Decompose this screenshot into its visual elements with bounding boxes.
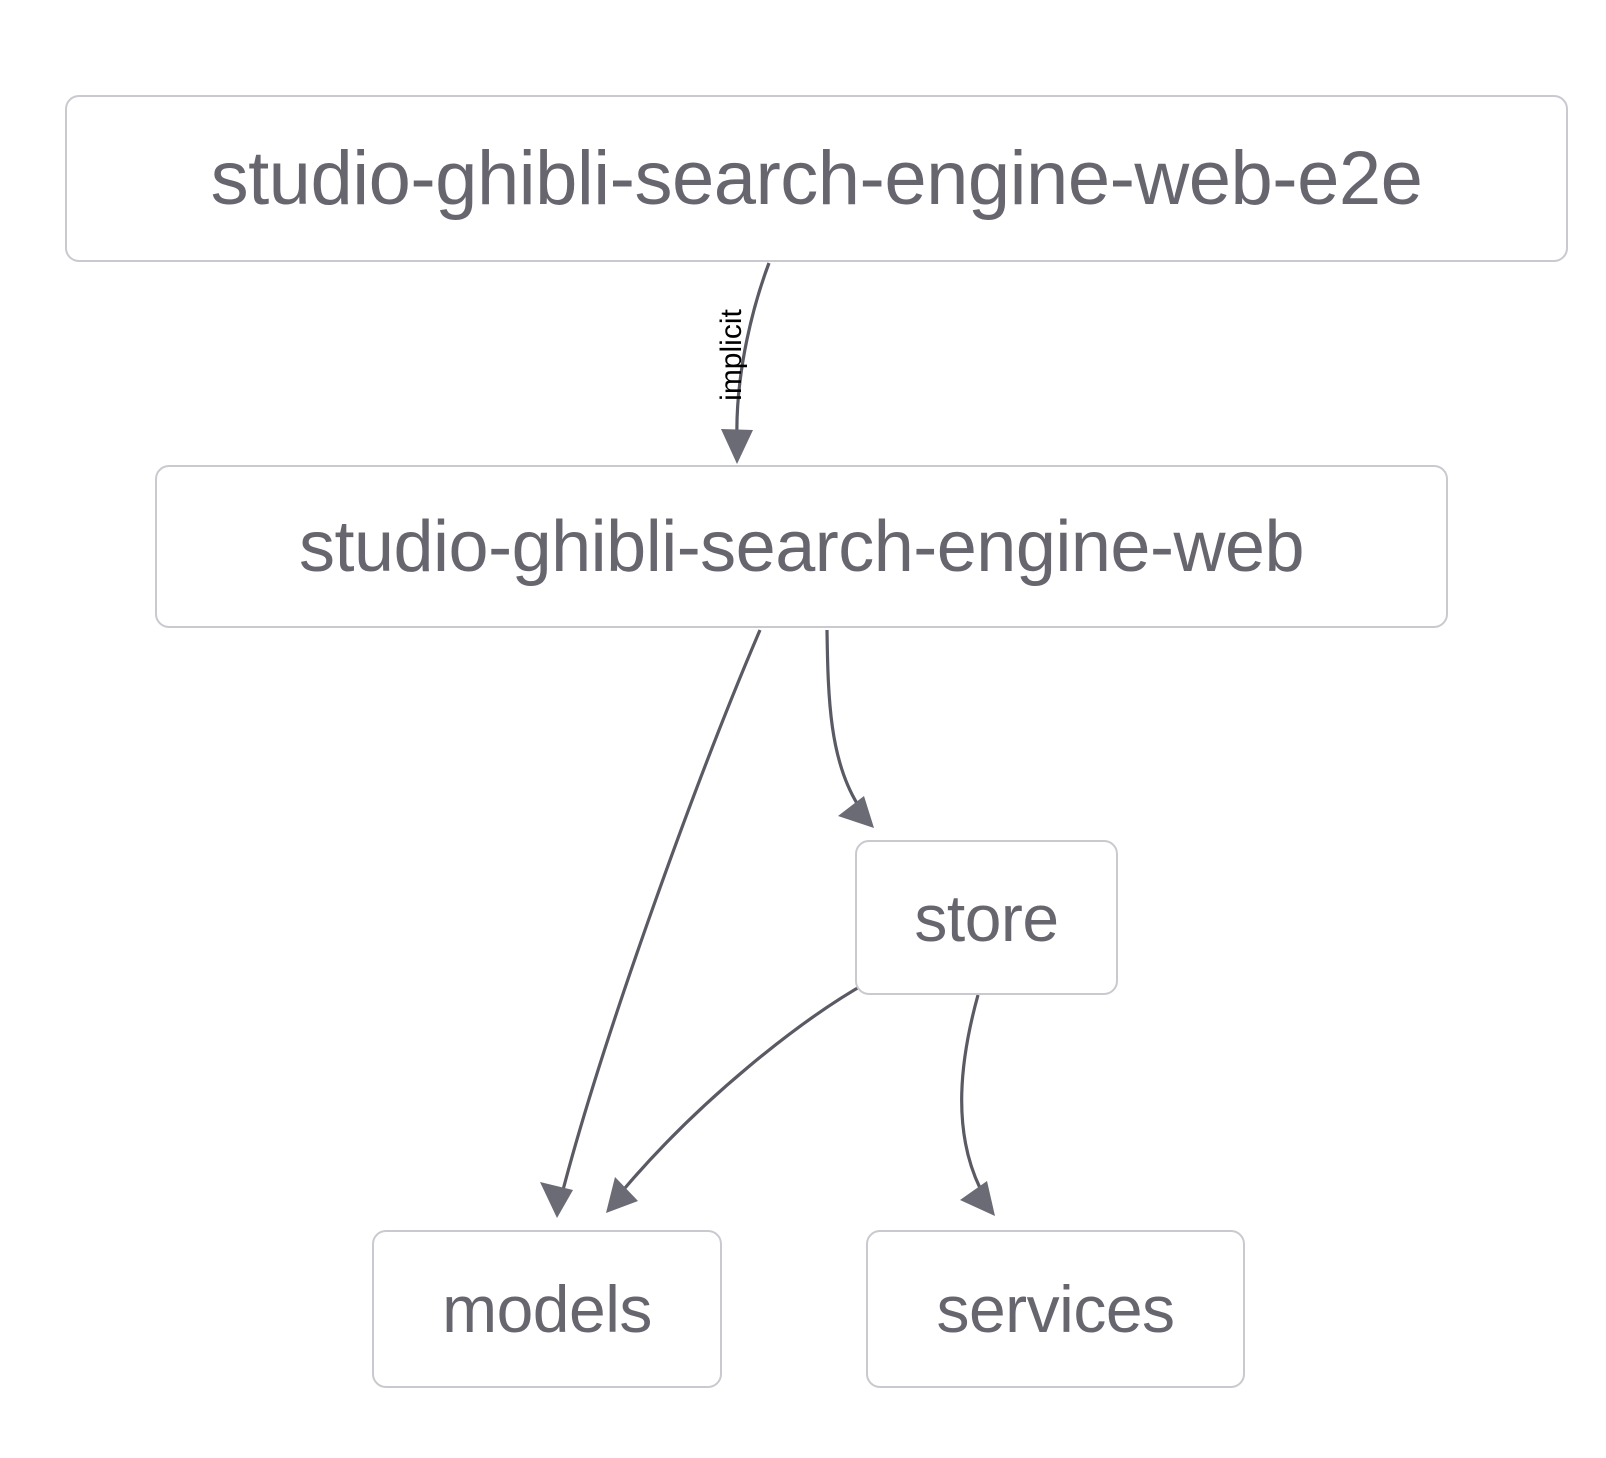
edge-web-to-store bbox=[825, 629, 874, 828]
edge-store-to-models-arrowhead bbox=[606, 1177, 638, 1213]
node-models[interactable]: models bbox=[372, 1230, 722, 1388]
node-studio-ghibli-search-engine-web[interactable]: studio-ghibli-search-engine-web bbox=[155, 465, 1448, 628]
edge-store-to-services-arrowhead bbox=[960, 1181, 995, 1216]
edge-store-to-models bbox=[606, 980, 869, 1213]
edge-store-to-services bbox=[960, 994, 995, 1216]
node-store[interactable]: store bbox=[855, 840, 1118, 995]
edge-label-implicit: implicit bbox=[715, 309, 748, 401]
edge-web-to-models-path bbox=[561, 629, 762, 1191]
edge-store-to-models-path bbox=[623, 980, 869, 1190]
node-label: studio-ghibli-search-engine-web bbox=[298, 506, 1305, 587]
edge-web-to-models bbox=[540, 629, 762, 1218]
edge-web-to-store-arrowhead bbox=[838, 796, 874, 828]
node-label: studio-ghibli-search-engine-web-e2e bbox=[210, 135, 1423, 221]
edge-store-to-services-path bbox=[960, 994, 982, 1189]
node-services[interactable]: services bbox=[866, 1230, 1245, 1388]
edge-web-to-store-path bbox=[825, 629, 860, 806]
node-label: models bbox=[442, 1272, 652, 1346]
edge-web-to-models-arrowhead bbox=[540, 1182, 573, 1218]
node-label: services bbox=[936, 1272, 1175, 1346]
node-label: store bbox=[914, 880, 1059, 955]
edge-e2e-to-web-arrowhead bbox=[721, 429, 753, 464]
node-studio-ghibli-search-engine-web-e2e[interactable]: studio-ghibli-search-engine-web-e2e bbox=[65, 95, 1568, 262]
